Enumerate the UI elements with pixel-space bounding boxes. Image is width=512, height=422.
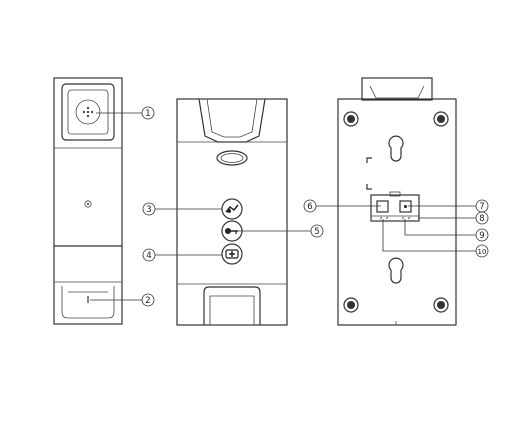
bottom-hook-inner	[209, 295, 255, 325]
mouthpiece-outline	[61, 286, 115, 319]
corner-screw	[343, 111, 359, 127]
cradle-view	[176, 98, 288, 326]
lower-keyhole	[388, 257, 404, 284]
callout-3: 3	[142, 202, 222, 216]
top-hook	[198, 98, 266, 143]
back-plate-outline	[337, 98, 457, 326]
corner-mark	[366, 184, 372, 190]
front-screw	[84, 200, 92, 208]
top-hook-inner	[206, 98, 258, 138]
upper-keyhole	[388, 135, 404, 162]
front-view	[53, 77, 123, 325]
earpiece-grille	[75, 99, 101, 125]
callout-9: 9	[404, 219, 489, 242]
earpiece-inner	[67, 89, 109, 135]
callout-6: 6	[303, 199, 381, 213]
callout-label-5: 5	[314, 227, 319, 237]
port-right	[399, 200, 412, 213]
corner-mark	[366, 157, 372, 163]
callout-2: 2	[90, 293, 155, 307]
callout-label-3: 3	[146, 205, 151, 215]
callout-4: 4	[142, 248, 222, 262]
callout-8: 8	[418, 211, 489, 225]
amplify-icon	[225, 249, 239, 259]
callout-label-1: 1	[145, 109, 150, 119]
corner-screw	[343, 297, 359, 313]
corner-screw	[433, 111, 449, 127]
callout-1: 1	[96, 106, 155, 120]
cradle-body-outline	[176, 98, 288, 326]
corner-screw	[433, 297, 449, 313]
connector-block	[370, 194, 420, 222]
callout-label-8: 8	[479, 214, 484, 224]
callout-label-2: 2	[145, 296, 150, 306]
cradle-oval	[216, 150, 248, 166]
grille-hole	[86, 110, 90, 114]
volume-icon	[225, 204, 239, 213]
port-right-dot	[404, 205, 407, 208]
grille-hole	[86, 106, 90, 110]
cradle-oval-inner	[220, 153, 244, 163]
bottom-hook	[203, 286, 261, 325]
grille-hole	[82, 110, 86, 114]
connector-latch	[389, 191, 401, 197]
port-left	[376, 200, 389, 213]
callout-7: 7	[408, 199, 489, 213]
callout-label-10: 10	[478, 248, 487, 256]
back-view	[337, 77, 457, 326]
grille-hole	[90, 110, 94, 114]
front-body-outline	[53, 77, 123, 325]
grille-hole	[86, 114, 90, 118]
front-screw-center	[87, 203, 89, 205]
callout-label-9: 9	[479, 231, 484, 241]
callout-label-6: 6	[307, 202, 312, 212]
callout-label-4: 4	[146, 251, 151, 261]
callout-5: 5	[236, 224, 324, 238]
back-top-tab-hook	[369, 85, 425, 99]
callout-label-7: 7	[479, 202, 484, 212]
callout-10: 10	[382, 219, 489, 258]
back-top-tab	[361, 77, 433, 101]
amplify-button	[221, 243, 243, 265]
dip-switch-marks	[379, 216, 411, 220]
